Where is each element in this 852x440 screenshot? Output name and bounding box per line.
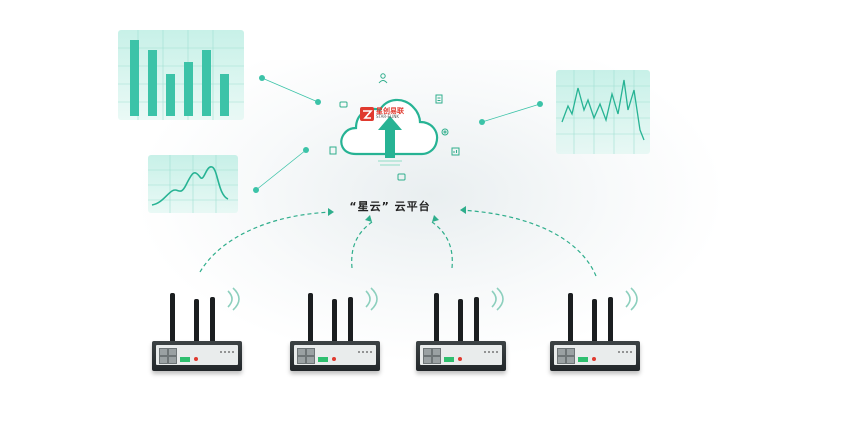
line-chart-panel-right xyxy=(556,70,650,154)
platform-label: “星云” 云平台 xyxy=(349,200,431,213)
brand-logo-icon xyxy=(360,107,374,121)
uplink-arc-2 xyxy=(351,221,373,269)
antenna xyxy=(348,297,353,343)
cloud-platform: 星创易联 STAR-ELINK xyxy=(334,88,446,170)
brand-logo-subtext: STAR-ELINK xyxy=(376,114,400,119)
arrow-head-icon xyxy=(432,215,439,222)
line-chart-graphic-left xyxy=(148,155,238,213)
wifi-signal-icon xyxy=(491,287,504,311)
connector-dot xyxy=(259,75,265,81)
router-4 xyxy=(544,285,654,415)
antenna xyxy=(210,297,215,343)
arrow-head-icon xyxy=(460,206,466,214)
router-body xyxy=(550,341,640,371)
uplink-arc-3 xyxy=(431,221,453,269)
antenna xyxy=(194,299,199,343)
router-2 xyxy=(284,285,394,415)
antenna xyxy=(608,297,613,343)
document-icon xyxy=(435,94,443,104)
router-3 xyxy=(410,285,520,415)
wifi-signal-icon xyxy=(365,287,378,311)
connector-dot xyxy=(315,99,321,105)
settings-dial-icon xyxy=(397,173,406,181)
router-1 xyxy=(146,285,256,415)
line-chart-panel-left xyxy=(148,155,238,213)
uplink-arc-4 xyxy=(459,209,597,277)
brand-logo-text: 星创易联 xyxy=(376,107,404,115)
antenna xyxy=(474,297,479,343)
router-body xyxy=(290,341,380,371)
cloud-icon xyxy=(340,98,439,166)
chat-icon xyxy=(339,101,348,108)
router-body xyxy=(416,341,506,371)
antenna xyxy=(332,299,337,343)
line-chart-graphic-right xyxy=(556,70,650,154)
signal-icon xyxy=(329,146,337,155)
antenna xyxy=(568,293,573,343)
chart-icon xyxy=(451,147,460,156)
upload-arrow-icon xyxy=(378,116,402,158)
antenna xyxy=(170,293,175,343)
antenna xyxy=(592,299,597,343)
router-body xyxy=(152,341,242,371)
person-icon xyxy=(378,73,388,84)
bar-chart-panel xyxy=(118,30,244,120)
antenna xyxy=(434,293,439,343)
connector-dot xyxy=(537,101,543,107)
antenna xyxy=(308,293,313,343)
gear-icon xyxy=(441,128,449,136)
wifi-signal-icon xyxy=(227,287,240,311)
bar-chart-graphic xyxy=(118,30,244,120)
connector-dot xyxy=(253,187,259,193)
uplink-arc-1 xyxy=(199,211,335,273)
brand-logo: 星创易联 STAR-ELINK xyxy=(360,106,424,122)
antenna xyxy=(458,299,463,343)
connector-dot xyxy=(479,119,485,125)
arrow-head-icon xyxy=(365,215,372,222)
arrow-head-icon xyxy=(328,208,334,216)
wifi-signal-icon xyxy=(625,287,638,311)
connector-dot xyxy=(303,147,309,153)
